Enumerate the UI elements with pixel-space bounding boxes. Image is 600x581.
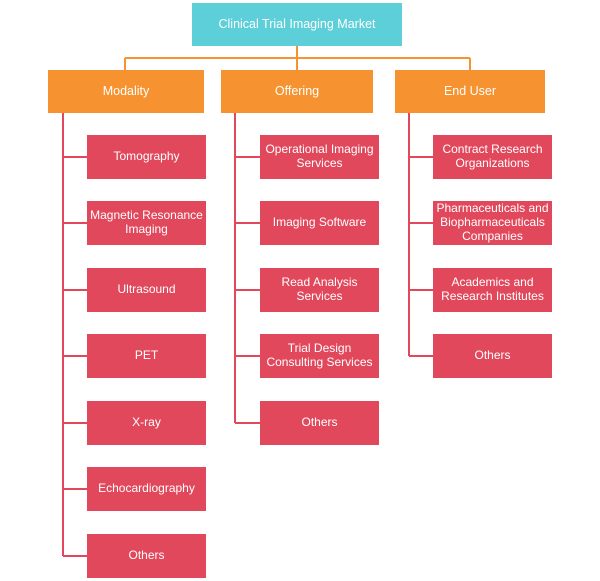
modality-item: Ultrasound [87, 268, 206, 312]
modality-item: Magnetic Resonance Imaging [87, 201, 206, 245]
end-user-item: Contract Research Organizations [433, 135, 552, 179]
offering-item: Imaging Software [260, 201, 379, 245]
end-user-item: Pharmaceuticals and Biopharmaceuticals C… [433, 201, 552, 245]
end-user-item: Others [433, 334, 552, 378]
offering-item: Read Analysis Services [260, 268, 379, 312]
category-offering: Offering [221, 70, 373, 113]
modality-item: Echocardiography [87, 467, 206, 511]
end-user-item: Academics and Research Institutes [433, 268, 552, 312]
offering-item: Operational Imaging Services [260, 135, 379, 179]
category-end-user: End User [395, 70, 545, 113]
category-modality: Modality [48, 70, 204, 113]
offering-item: Others [260, 401, 379, 445]
root-node: Clinical Trial Imaging Market [192, 3, 402, 46]
modality-item: X-ray [87, 401, 206, 445]
modality-item: Tomography [87, 135, 206, 179]
modality-item: Others [87, 534, 206, 578]
modality-item: PET [87, 334, 206, 378]
offering-item: Trial Design Consulting Services [260, 334, 379, 378]
